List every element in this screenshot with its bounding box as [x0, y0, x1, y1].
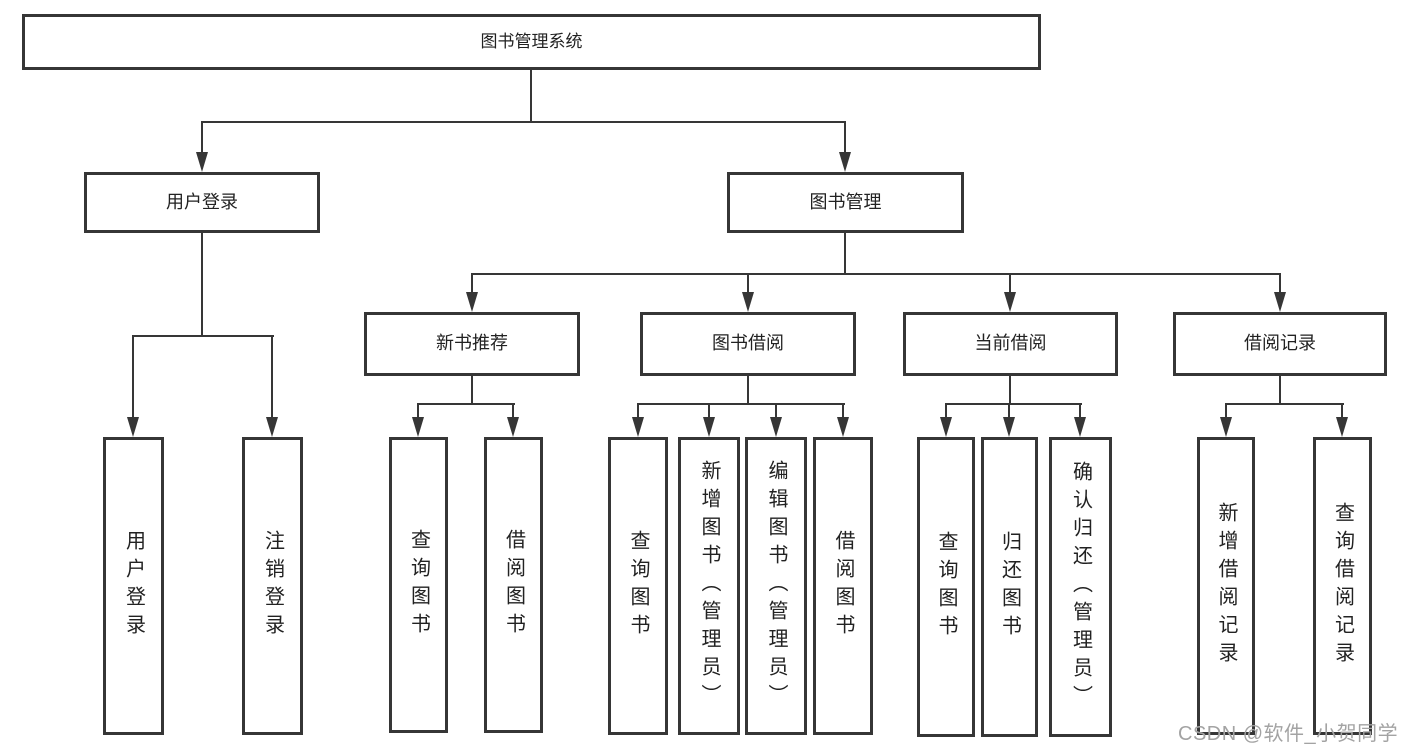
node-leaf-add-book-admin: 新增图书（管理员） — [678, 437, 740, 735]
node-leaf-logout: 注销登录 — [242, 437, 303, 735]
node-leaf-add-borrow-record: 新增借阅记录 — [1197, 437, 1255, 735]
watermark: CSDN @软件_小贺同学 — [1178, 723, 1399, 745]
arrowhead-down-icon — [837, 417, 849, 437]
arrowhead-down-icon — [266, 417, 278, 437]
connector-line — [471, 273, 1281, 275]
connector-line — [637, 403, 639, 418]
connector-line — [201, 233, 203, 337]
connector-line — [512, 403, 514, 418]
connector-line — [271, 335, 273, 418]
connector-line — [1225, 403, 1344, 405]
connector-line — [747, 376, 749, 404]
node-leaf-confirm-return-admin: 确认归还（管理员） — [1049, 437, 1112, 737]
arrowhead-down-icon — [1074, 417, 1086, 437]
connector-line — [1009, 273, 1011, 294]
connector-line — [201, 121, 846, 123]
connector-line — [775, 403, 777, 418]
connector-line — [844, 121, 846, 153]
connector-line — [842, 403, 844, 418]
arrowhead-down-icon — [1003, 417, 1015, 437]
connector-line — [471, 376, 473, 404]
node-library-management-system: 图书管理系统 — [22, 14, 1041, 70]
arrowhead-down-icon — [1004, 292, 1016, 312]
node-book-borrowing: 图书借阅 — [640, 312, 856, 376]
connector-line — [1225, 403, 1227, 418]
arrowhead-down-icon — [1274, 292, 1286, 312]
connector-line — [417, 403, 419, 418]
connector-line — [844, 233, 846, 275]
node-leaf-borrow-books-1: 借阅图书 — [484, 437, 543, 733]
connector-line — [747, 273, 749, 294]
connector-line — [132, 335, 274, 337]
connector-line — [417, 403, 515, 405]
node-leaf-query-books-1: 查询图书 — [389, 437, 448, 733]
connector-line — [1008, 403, 1010, 418]
connector-line — [1009, 376, 1011, 404]
node-book-management: 图书管理 — [727, 172, 964, 233]
connector-line — [1279, 376, 1281, 404]
node-leaf-return-book: 归还图书 — [981, 437, 1038, 737]
connector-line — [945, 403, 947, 418]
connector-line — [201, 121, 203, 153]
node-borrowing-records: 借阅记录 — [1173, 312, 1387, 376]
connector-line — [945, 403, 1082, 405]
arrowhead-down-icon — [940, 417, 952, 437]
node-leaf-edit-book-admin: 编辑图书（管理员） — [745, 437, 807, 735]
node-user-login: 用户登录 — [84, 172, 320, 233]
arrowhead-down-icon — [632, 417, 644, 437]
connector-line — [530, 70, 532, 121]
connector-line — [471, 273, 473, 294]
connector-line — [637, 403, 845, 405]
arrowhead-down-icon — [742, 292, 754, 312]
node-leaf-borrow-books-2: 借阅图书 — [813, 437, 873, 735]
node-leaf-query-books-3: 查询图书 — [917, 437, 975, 737]
connector-line — [1279, 273, 1281, 294]
arrowhead-down-icon — [412, 417, 424, 437]
node-leaf-query-borrow-record: 查询借阅记录 — [1313, 437, 1372, 735]
arrowhead-down-icon — [127, 417, 139, 437]
arrowhead-down-icon — [770, 417, 782, 437]
connector-line — [1079, 403, 1081, 418]
node-current-borrowing: 当前借阅 — [903, 312, 1118, 376]
connector-line — [1341, 403, 1343, 418]
arrowhead-down-icon — [507, 417, 519, 437]
node-leaf-user-login: 用户登录 — [103, 437, 164, 735]
arrowhead-down-icon — [1336, 417, 1348, 437]
arrowhead-down-icon — [1220, 417, 1232, 437]
arrowhead-down-icon — [466, 292, 478, 312]
connector-line — [132, 335, 134, 418]
connector-line — [708, 403, 710, 418]
arrowhead-down-icon — [839, 152, 851, 172]
arrowhead-down-icon — [196, 152, 208, 172]
node-leaf-query-books-2: 查询图书 — [608, 437, 668, 735]
arrowhead-down-icon — [703, 417, 715, 437]
node-new-book-recommendation: 新书推荐 — [364, 312, 580, 376]
